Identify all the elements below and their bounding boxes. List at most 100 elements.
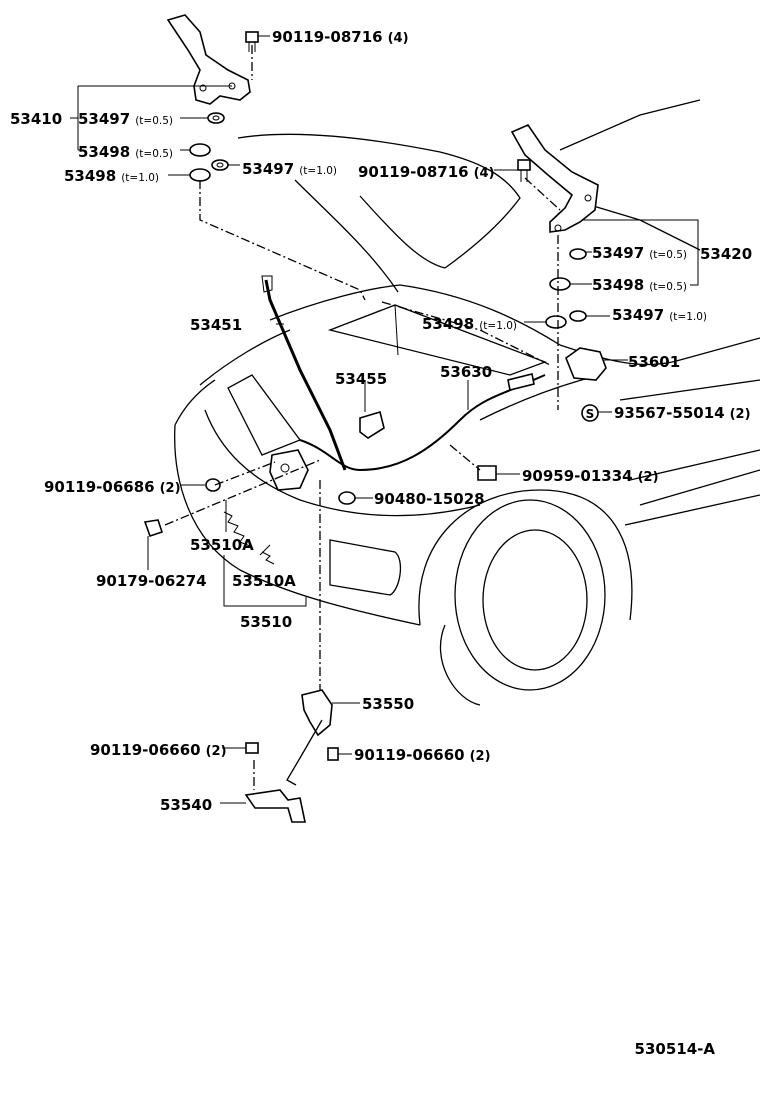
vehicle-body-outline <box>174 99 760 706</box>
part-number: 53497 <box>612 306 664 324</box>
callout-c4: 53498 (t=0.5) <box>78 143 173 161</box>
callout-c2: 53410 <box>10 110 62 128</box>
washer-icon <box>549 277 571 291</box>
s-mark-label: S <box>586 407 595 421</box>
tire-inner <box>482 529 588 671</box>
washer-icon <box>211 159 229 171</box>
part-number: 53497 <box>592 244 644 262</box>
windshield-right-line <box>559 99 701 151</box>
part-number: 53630 <box>440 363 492 381</box>
part-number: 90959-01334 <box>522 467 633 485</box>
hood-hinge-left <box>166 14 251 105</box>
part-number: 53455 <box>335 370 387 388</box>
right-fender-top <box>559 337 760 366</box>
washer-icon <box>569 310 587 322</box>
grommet-icon <box>338 491 356 505</box>
part-number: 53510 <box>240 613 292 631</box>
callout-c13: 53498(t=1.0) <box>422 315 517 333</box>
part-number: 53498 <box>64 167 116 185</box>
cowl-line <box>269 284 561 346</box>
callout-c1: 90119-08716 (4) <box>272 28 409 46</box>
tire-lower <box>439 624 481 706</box>
callout-c7: 90119-08716(4) <box>358 163 495 181</box>
part-note: (t=0.5) <box>135 115 173 127</box>
part-number: 53420 <box>700 245 752 263</box>
part-number: 53451 <box>190 316 242 334</box>
bolt-icon <box>517 159 531 182</box>
part-note: (2) <box>730 407 751 422</box>
part-number: 53510A <box>190 536 254 554</box>
part-number: 53550 <box>362 695 414 713</box>
part-number: 90119-06660 <box>90 741 201 759</box>
callout-c22: 90179-06274 <box>96 572 207 590</box>
hood-top-edge <box>237 133 521 269</box>
leader-lines <box>70 35 699 804</box>
lock-spring-small <box>261 551 275 565</box>
part-number: 90480-15028 <box>374 490 485 508</box>
callout-c8: 53497 (t=0.5) <box>592 244 687 262</box>
bolt-icon <box>245 31 259 52</box>
hood-striker <box>244 789 306 823</box>
callout-c25: 53550 <box>362 695 414 713</box>
plug-icon <box>477 465 497 481</box>
s-mark-icon <box>581 404 599 422</box>
washer-icon <box>189 143 211 157</box>
part-note: (t=0.5) <box>649 249 687 261</box>
callout-c21: 53510A <box>190 536 254 554</box>
front-corner <box>174 379 216 426</box>
callout-c27: 90119-06660(2) <box>354 746 491 764</box>
part-number: 90119-08716 <box>272 28 383 46</box>
hood-inner-edge <box>359 195 446 269</box>
nut-icon <box>205 478 221 492</box>
part-note: (2) <box>638 470 659 485</box>
bolt-icon <box>245 742 259 754</box>
washer-icon <box>207 112 225 124</box>
washer-icon <box>189 168 211 182</box>
hood-hinge-right <box>510 124 599 233</box>
part-number: 53540 <box>160 796 212 814</box>
callout-c19: 90119-06686 (2) <box>44 478 181 496</box>
callout-c28: 53540 <box>160 796 212 814</box>
callout-c11: 53497 (t=1.0) <box>612 306 707 324</box>
part-number: 90119-06686 <box>44 478 155 496</box>
callout-c6: 53497(t=1.0) <box>242 160 337 178</box>
headlamp-left <box>227 374 302 456</box>
part-note: (t=0.5) <box>649 281 687 293</box>
part-note: (2) <box>206 744 227 759</box>
callout-c12: 53451 <box>190 316 242 334</box>
side-line-1 <box>619 379 760 401</box>
side-line-4 <box>624 494 760 526</box>
part-number: 53497 <box>78 110 130 128</box>
wheel-arch <box>418 489 633 626</box>
washer-icon <box>569 248 587 260</box>
part-number: 53498 <box>78 143 130 161</box>
callout-c23: 53510A <box>232 572 296 590</box>
part-note: (t=1.0) <box>669 311 707 323</box>
callout-c14: 53601 <box>628 353 680 371</box>
part-number: 53498 <box>592 276 644 294</box>
part-number: 90179-06274 <box>96 572 207 590</box>
lock-support <box>286 689 333 786</box>
callout-c26: 90119-06660 (2) <box>90 741 227 759</box>
callout-c3: 53497 (t=0.5) <box>78 110 173 128</box>
callout-c15: 53455 <box>335 370 387 388</box>
callout-c5: 53498(t=1.0) <box>64 167 159 185</box>
part-note: (4) <box>388 31 409 46</box>
release-cable <box>299 373 546 472</box>
part-note: (t=1.0) <box>299 165 337 177</box>
grille-line <box>204 409 481 517</box>
part-number: 53510A <box>232 572 296 590</box>
part-note: (2) <box>470 749 491 764</box>
hood-support-rod <box>261 275 347 471</box>
callout-c9: 53420 <box>700 245 752 263</box>
part-note: (t=0.5) <box>135 148 173 160</box>
bay-divider <box>394 304 399 356</box>
callout-c20: 90480-15028 <box>374 490 485 508</box>
callout-c24: 53510 <box>240 613 292 631</box>
part-number: 93567-55014 <box>614 404 725 422</box>
hood-left-edge <box>294 179 399 293</box>
part-note: (2) <box>160 481 181 496</box>
hood-stopper <box>565 347 607 381</box>
